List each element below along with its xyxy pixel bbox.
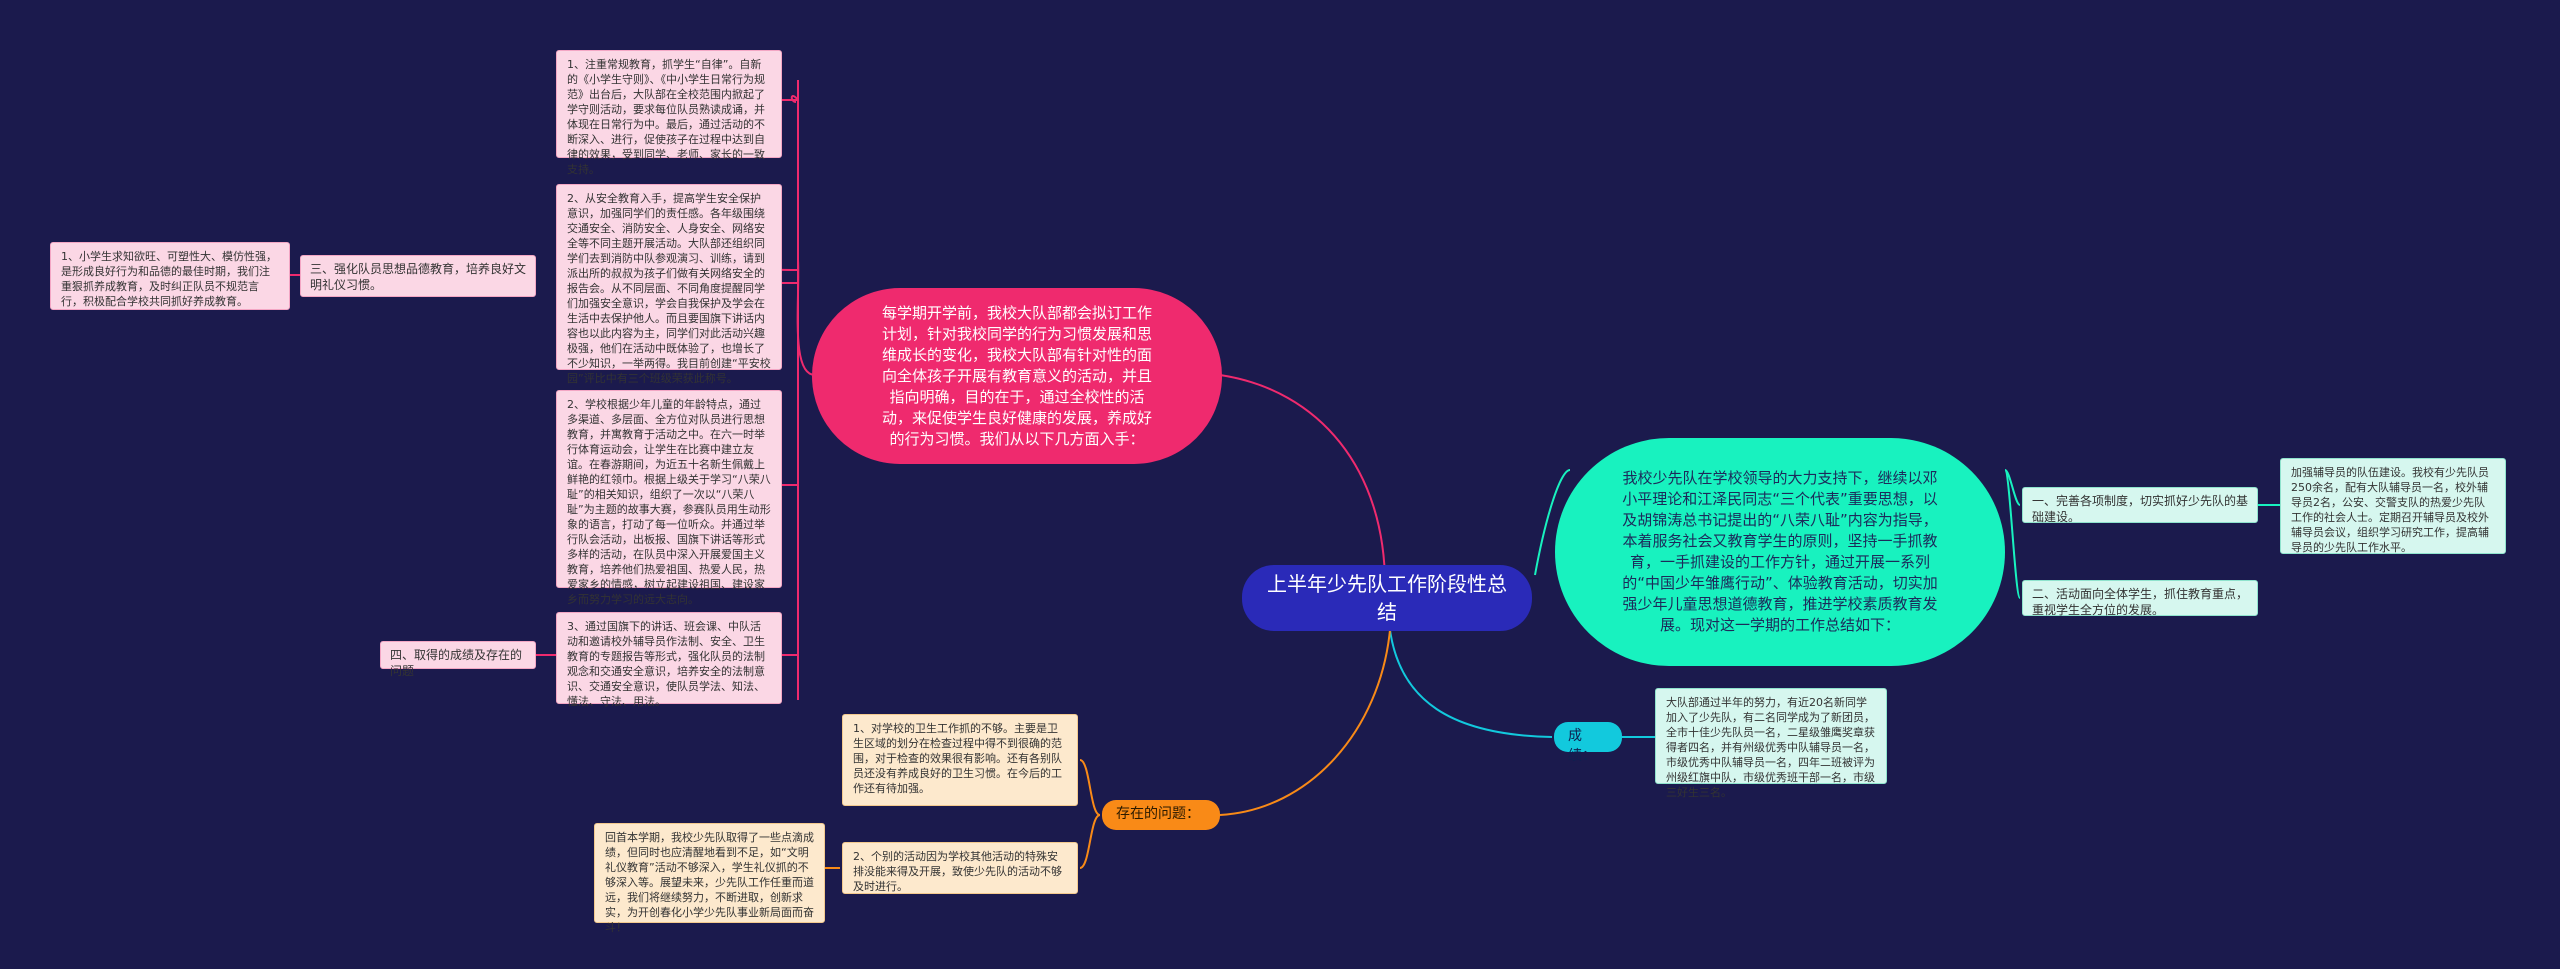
note-legal-education[interactable]: 3、通过国旗下的讲话、班会课、中队活动和邀请校外辅导员作法制、安全、卫生教育的专… (556, 612, 782, 708)
note-text: 3、通过国旗下的讲话、班会课、中队活动和邀请校外辅导员作法制、安全、卫生教育的专… (567, 620, 765, 708)
item-label: 三、强化队员思想品德教育，培养良好文明礼仪习惯。 (310, 262, 527, 292)
item-label: 四、取得的成绩及存在的问题 (390, 648, 523, 678)
note-ideological-education[interactable]: 2、学校根据少年儿童的年龄特点，通过多渠道、多层面、全方位对队员进行思想教育，并… (556, 390, 782, 606)
item-student-development[interactable]: 二、活动面向全体学生，抓住教育重点，重视学生全方位的发展。 (2022, 580, 2258, 617)
problems-branch[interactable]: 存在的问题： (1102, 800, 1220, 830)
note-routine-education[interactable]: 1、注重常规教育，抓学生“自律”。自新的《小学生守则》、《中小学生日常行为规范》… (556, 50, 782, 176)
detail-text: 加强辅导员的队伍建设。我校有少先队员250余名，配有大队辅导员一名，校外辅导员2… (2291, 466, 2489, 554)
item-moral-education[interactable]: 三、强化队员思想品德教育，培养良好文明礼仪习惯。 (300, 255, 536, 297)
item-label: 二、活动面向全体学生，抓住教育重点，重视学生全方位的发展。 (2032, 587, 2249, 617)
closing-remarks[interactable]: 回首本学期，我校少先队取得了一些点滴成绩，但同时也应清醒地看到不足，如“文明礼仪… (594, 823, 825, 934)
note-text: 1、注重常规教育，抓学生“自律”。自新的《小学生守则》、《中小学生日常行为规范》… (567, 58, 765, 176)
intro-text: 每学期开学前，我校大队部都会拟订工作计划，针对我校同学的行为习惯发展和思维成长的… (882, 303, 1153, 448)
detail-text: 大队部通过半年的努力，有近20名新同学加入了少先队，有二名同学成为了新团员，全市… (1666, 696, 1875, 799)
problem-hygiene[interactable]: 1、对学校的卫生工作抓的不够。主要是卫生区域的划分在检查过程中得不到很确的范围，… (842, 714, 1078, 806)
achievements-branch[interactable]: 成绩： (1554, 722, 1622, 764)
detail-counselor-team[interactable]: 加强辅导员的队伍建设。我校有少先队员250余名，配有大队辅导员一名，校外辅导员2… (2280, 458, 2506, 554)
detail-habit-formation[interactable]: 1、小学生求知欲旺、可塑性大、模仿性强，是形成良好行为和品德的最佳时期，我们注重… (50, 242, 290, 310)
note-safety-education[interactable]: 2、从安全教育入手，提高学生安全保护意识，加强同学们的责任感。各年级围绕交通安全… (556, 184, 782, 385)
note-text: 2、学校根据少年儿童的年龄特点，通过多渠道、多层面、全方位对队员进行思想教育，并… (567, 398, 771, 606)
closing-text: 回首本学期，我校少先队取得了一些点滴成绩，但同时也应清醒地看到不足，如“文明礼仪… (605, 831, 814, 934)
summary-branch[interactable]: 我校少先队在学校领导的大力支持下，继续以邓小平理论和江泽民同志“三个代表”重要思… (1555, 438, 2005, 666)
intro-branch[interactable]: 每学期开学前，我校大队部都会拟订工作计划，针对我校同学的行为习惯发展和思维成长的… (812, 288, 1222, 464)
achievements-detail[interactable]: 大队部通过半年的努力，有近20名新同学加入了少先队，有二名同学成为了新团员，全市… (1655, 688, 1887, 799)
achievements-label: 成绩： (1568, 728, 1596, 764)
item-achievements-problems[interactable]: 四、取得的成绩及存在的问题 (380, 641, 536, 678)
root-topic-label: 上半年少先队工作阶段性总结 (1267, 572, 1507, 624)
detail-text: 1、小学生求知欲旺、可塑性大、模仿性强，是形成良好行为和品德的最佳时期，我们注重… (61, 250, 277, 308)
root-topic[interactable]: 上半年少先队工作阶段性总结 (1242, 565, 1532, 631)
problem-text: 2、个别的活动因为学校其他活动的特殊安排没能来得及开展，致使少先队的活动不够及时… (853, 850, 1062, 893)
problem-activities[interactable]: 2、个别的活动因为学校其他活动的特殊安排没能来得及开展，致使少先队的活动不够及时… (842, 842, 1078, 894)
summary-text: 我校少先队在学校领导的大力支持下，继续以邓小平理论和江泽民同志“三个代表”重要思… (1622, 469, 1938, 634)
problem-text: 1、对学校的卫生工作抓的不够。主要是卫生区域的划分在检查过程中得不到很确的范围，… (853, 722, 1062, 795)
problems-label: 存在的问题： (1116, 806, 1200, 822)
item-system-building[interactable]: 一、完善各项制度，切实抓好少先队的基础建设。 (2022, 487, 2258, 524)
note-text: 2、从安全教育入手，提高学生安全保护意识，加强同学们的责任感。各年级围绕交通安全… (567, 192, 771, 385)
item-label: 一、完善各项制度，切实抓好少先队的基础建设。 (2032, 494, 2249, 524)
